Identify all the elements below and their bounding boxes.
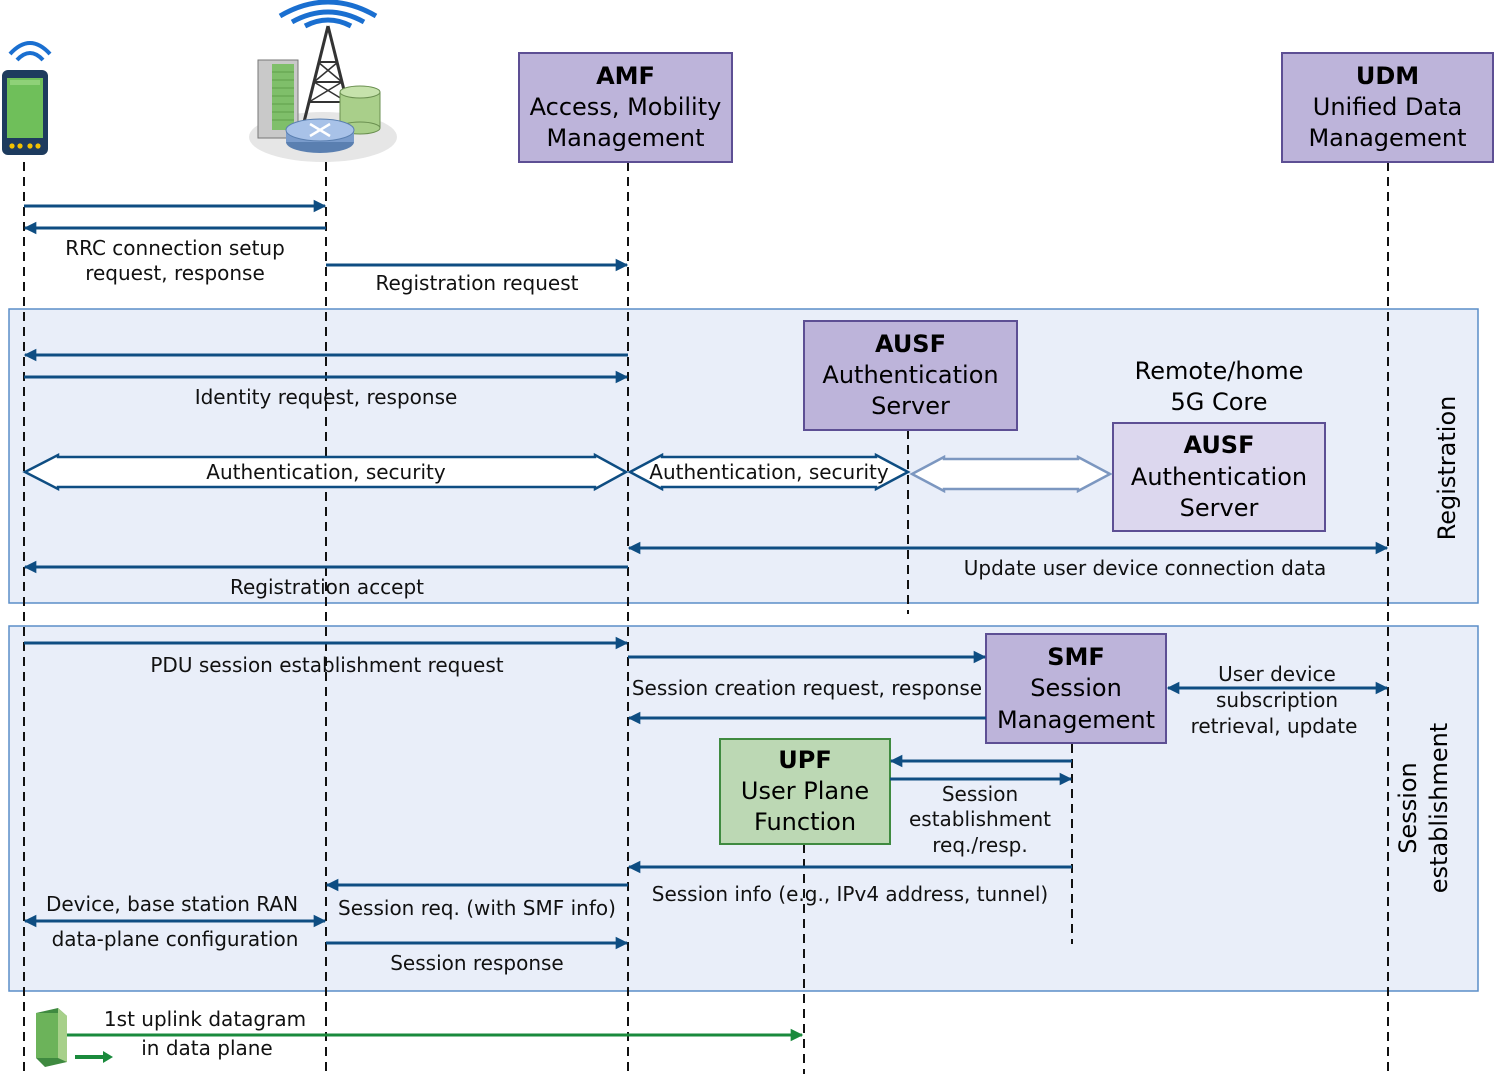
pdu-request-label: PDU session establishment request: [150, 653, 503, 677]
session-info-label: Session info (e.g., IPv4 address, tunnel…: [652, 882, 1048, 906]
auth-security-label-1: Authentication, security: [206, 460, 446, 484]
ausf-line2: Server: [871, 392, 950, 420]
upf-session-label-line2: establishment: [909, 807, 1051, 831]
ran-config-label-line1: Device, base station RAN: [46, 892, 298, 916]
ran-config-label-line2: data-plane configuration: [52, 927, 299, 951]
subscription-label-line2: subscription: [1216, 688, 1338, 712]
ausf-abbr: AUSF: [875, 330, 946, 358]
auth-ausf-home-arrow: [909, 454, 1113, 494]
uplink-label-line2: in data plane: [141, 1036, 272, 1060]
udm-abbr: UDM: [1356, 62, 1419, 90]
ausf-box: AUSF Authentication Server: [803, 320, 1018, 431]
ausf-line1: Authentication: [822, 361, 998, 389]
udm-line2: Management: [1308, 124, 1466, 152]
rrc-label-line2: request, response: [85, 261, 265, 285]
subscription-label-line3: retrieval, update: [1191, 714, 1358, 738]
home-core-line1: Remote/home: [1135, 357, 1304, 385]
session-response-label: Session response: [390, 951, 564, 975]
auth-security-amf-ausf-arrow: [627, 452, 911, 492]
udm-box: UDM Unified Data Management: [1281, 52, 1494, 163]
upf-line1: User Plane: [741, 777, 869, 805]
home-ausf-line2: Server: [1180, 494, 1259, 522]
home-core-line2: 5G Core: [1170, 388, 1267, 416]
auth-security-device-amf-arrow: [22, 452, 629, 492]
registration-accept-label: Registration accept: [230, 575, 424, 599]
home-ausf-abbr: AUSF: [1183, 431, 1254, 459]
home-ausf-box: AUSF Authentication Server: [1112, 422, 1326, 532]
smartphone-icon: [2, 41, 52, 155]
uplink-datagram-icon: [36, 1008, 67, 1067]
session-req-smf-label: Session req. (with SMF info): [338, 896, 616, 920]
smf-line1: Session: [1030, 674, 1122, 702]
amf-line1: Access, Mobility: [530, 93, 722, 121]
identity-label: Identity request, response: [195, 385, 458, 409]
session-phase-line2: establishment: [1425, 723, 1453, 893]
uplink-small-arrow-icon: [75, 1051, 113, 1063]
amf-box: AMF Access, Mobility Management: [518, 52, 733, 163]
home-ausf-line1: Authentication: [1131, 463, 1307, 491]
smf-box: SMF Session Management: [985, 633, 1167, 744]
subscription-label-line1: User device: [1218, 662, 1336, 686]
registration-phase-label: Registration: [1433, 396, 1461, 541]
update-udm-label: Update user device connection data: [964, 556, 1326, 580]
upf-session-label-line1: Session: [942, 782, 1018, 806]
rrc-label-line1: RRC connection setup: [65, 236, 285, 260]
smf-abbr: SMF: [1047, 643, 1105, 671]
amf-line2: Management: [546, 124, 704, 152]
udm-line1: Unified Data: [1313, 93, 1463, 121]
upf-box: UPF User Plane Function: [719, 738, 891, 845]
upf-abbr: UPF: [778, 746, 831, 774]
session-phase-line1: Session: [1394, 762, 1422, 854]
amf-abbr: AMF: [596, 62, 655, 90]
registration-request-label: Registration request: [376, 271, 579, 295]
auth-security-label-2: Authentication, security: [649, 460, 889, 484]
uplink-label-line1: 1st uplink datagram: [104, 1007, 306, 1031]
session-create-label: Session creation request, response: [632, 676, 982, 700]
session-phase-label: Session establishment: [1394, 723, 1453, 893]
base-station-icon: [249, 0, 397, 162]
upf-session-label-line3: req./resp.: [932, 833, 1027, 857]
smf-line2: Management: [997, 706, 1155, 734]
upf-line2: Function: [754, 808, 856, 836]
